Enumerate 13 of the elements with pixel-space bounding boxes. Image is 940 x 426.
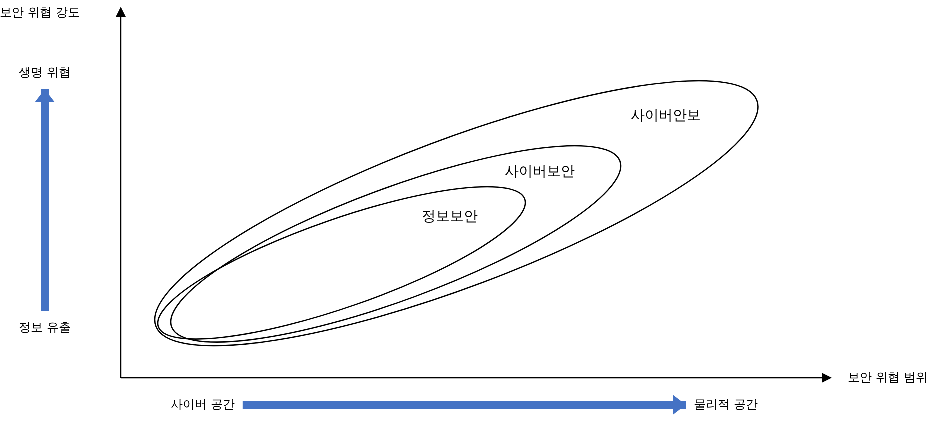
axis-end-label: 사이버 공간 bbox=[171, 396, 235, 414]
arrow bbox=[242, 395, 686, 415]
axis-label: 보안 위협 강도 bbox=[0, 4, 80, 22]
ellipse-label: 사이버안보 bbox=[630, 106, 701, 125]
axis-end-label: 정보 유출 bbox=[19, 320, 71, 336]
axis-end-label: 물리적 공간 bbox=[694, 396, 758, 414]
arrow bbox=[35, 90, 55, 312]
ellipse-label: 정보보안 bbox=[422, 208, 478, 226]
axis-end-label: 생명 위협 bbox=[19, 64, 71, 82]
ellipse bbox=[155, 80, 759, 346]
ellipse bbox=[158, 186, 526, 340]
ellipse-label: 사이버보안 bbox=[504, 162, 575, 181]
axis-label: 보안 위협 범위 bbox=[848, 370, 928, 386]
